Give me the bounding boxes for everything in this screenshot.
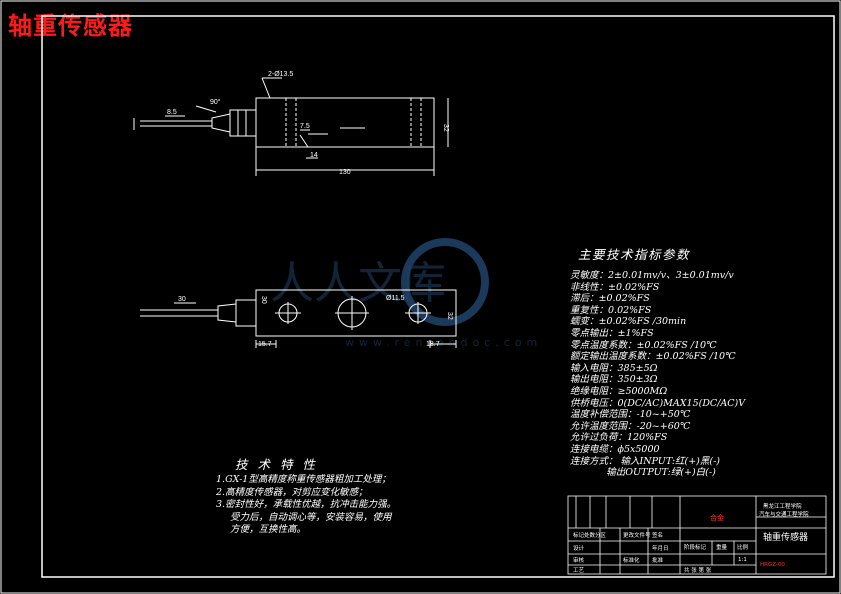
col-label-2: 比例 bbox=[737, 543, 749, 551]
tech-title: 技 术 特 性 bbox=[235, 457, 318, 472]
spec-line: 允许过负荷：120%FS bbox=[570, 432, 668, 444]
spec-line: 绝缘电阻：≥5000MΩ bbox=[570, 385, 668, 397]
spec-line: 连接电缆：ϕ5x5000 bbox=[570, 443, 660, 455]
spec-line: 供桥电压：0(DC/AC)MAX15(DC/AC)V bbox=[570, 397, 746, 409]
tech-line: 2.高精度传感器，对剪应变化敏感； bbox=[216, 486, 368, 498]
tech-line: 3.密封性好，承载性优越，抗冲击能力强。 bbox=[216, 499, 397, 510]
part-name-cell: 轴重传感器 bbox=[763, 531, 808, 543]
dept-cell: 汽车与交通工程学院 bbox=[759, 510, 809, 518]
code-cell: HRGZ-00 bbox=[760, 562, 785, 568]
tech-line: 1.GX-1型高精度称重传感器粗加工处理； bbox=[216, 474, 391, 485]
row-label-1: 设计 bbox=[573, 544, 585, 552]
extra-1: 签名 bbox=[652, 531, 663, 539]
row-label-3: 工艺 bbox=[573, 567, 585, 574]
dim-left-offset: 15.7 bbox=[258, 341, 272, 348]
dim-right-offset: 18.7 bbox=[426, 341, 440, 348]
spec-line: 零点输出：±1%FS bbox=[570, 327, 654, 339]
col-label-0: 阶段标记 bbox=[684, 543, 707, 551]
spec-line: 温度补偿范围：-10~+50℃ bbox=[570, 409, 691, 421]
inner-frame bbox=[41, 15, 835, 578]
dim-notch: 7.5 bbox=[300, 123, 310, 130]
row-label-0: 标记处数分区 bbox=[573, 531, 607, 539]
dim-step: 14 bbox=[310, 152, 318, 159]
specs-title: 主要技术指标参数 bbox=[578, 247, 691, 262]
dim-length: 130 bbox=[339, 169, 351, 176]
spec-line: 蠕变：±0.02%FS /30min bbox=[570, 316, 687, 328]
tech-line: 受力后，自动调心等，安装容易，使用 bbox=[230, 511, 392, 523]
spec-line: 灵敏度：2±0.01mv/v、3±0.01mv/v bbox=[570, 270, 734, 281]
dim-height-bottom: 32 bbox=[446, 312, 453, 320]
material-cell: 合金 bbox=[710, 513, 724, 522]
scale-cell: 1:1 bbox=[738, 557, 747, 563]
extra-5: 共 张 第 张 bbox=[684, 566, 712, 574]
school-cell: 黑龙江工程学院 bbox=[763, 502, 802, 510]
dim-height-top: 32 bbox=[442, 124, 449, 132]
extra-4: 批准 bbox=[652, 556, 664, 564]
title-block bbox=[567, 495, 827, 575]
spec-line: 零点温度系数：±0.02%FS /10℃ bbox=[570, 339, 717, 351]
tech-line: 方便，互换性高。 bbox=[230, 524, 307, 535]
spec-line: 连接方式： 输入INPUT:红(+)黑(-) bbox=[570, 455, 721, 467]
dim-holes: 2-Ø13.5 bbox=[268, 71, 293, 78]
dim-cable: 8.5 bbox=[167, 109, 177, 116]
row-label-2: 审核 bbox=[573, 556, 585, 564]
dim-cable-bottom: 30 bbox=[178, 296, 186, 303]
bottom-view bbox=[140, 289, 457, 348]
spec-line: 输出OUTPUT:绿(+)白(-) bbox=[570, 467, 716, 479]
extra-2: 年月日 bbox=[652, 544, 669, 552]
extra-0: 更改文件号 bbox=[623, 531, 651, 539]
spec-line: 允许温度范围：-20~+60℃ bbox=[570, 420, 691, 432]
col-label-1: 重量 bbox=[716, 543, 728, 551]
top-view bbox=[133, 77, 449, 176]
dim-hole: Ø11.5 bbox=[386, 295, 405, 302]
watermark-brand: 人人文库 bbox=[270, 258, 446, 309]
tech-list: 1.GX-1型高精度称重传感器粗加工处理； 2.高精度传感器，对剪应变化敏感； … bbox=[216, 474, 396, 537]
extra-3: 标准化 bbox=[623, 556, 640, 564]
dim-angle: 90° bbox=[210, 98, 221, 106]
spec-line: 额定输出温度系数：±0.02%FS /10℃ bbox=[570, 351, 736, 363]
watermark-url: www.renrendoc.com bbox=[345, 336, 542, 349]
spec-line: 滞后：±0.02%FS bbox=[570, 293, 650, 305]
spec-line: 输出电阻：350±3Ω bbox=[570, 374, 658, 386]
spec-line: 重复性：0.02%FS bbox=[570, 304, 652, 316]
specs-list: 灵敏度：2±0.01mv/v、3±0.01mv/v 非线性：±0.02%FS 滞… bbox=[570, 270, 745, 479]
spec-line: 非线性：±0.02%FS bbox=[570, 281, 660, 293]
watermark-logo: 人人文库 www.renrendoc.com bbox=[270, 238, 542, 349]
dim-left-label: 30 bbox=[260, 296, 267, 304]
spec-line: 输入电阻：385±5Ω bbox=[570, 362, 658, 374]
